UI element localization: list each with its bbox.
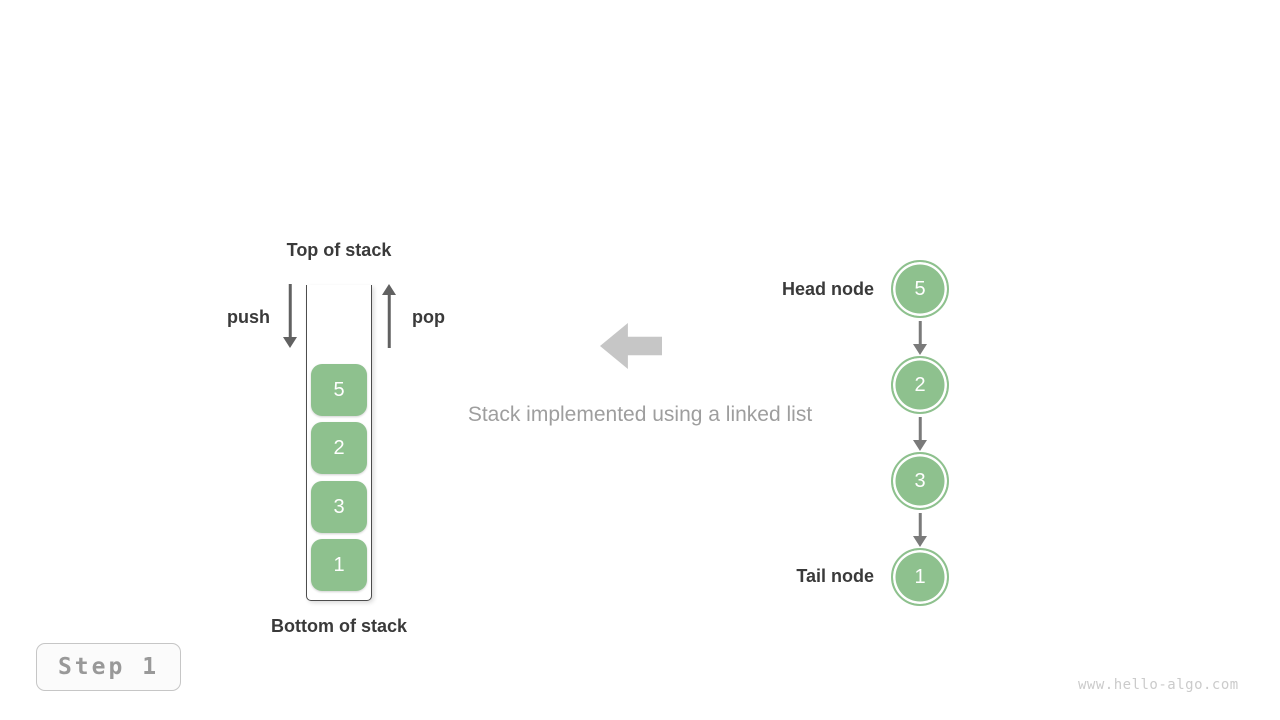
list-node: 3	[891, 452, 949, 510]
arrow-down-icon	[913, 513, 927, 547]
stack-item: 1	[311, 539, 367, 591]
push-label: push	[227, 307, 270, 327]
stack-item: 5	[311, 364, 367, 416]
list-node: 2	[891, 356, 949, 414]
list-node: 1	[891, 548, 949, 606]
arrow-down-icon	[913, 321, 927, 355]
bottom-of-stack-label: Bottom of stack	[270, 616, 407, 636]
watermark-text: www.hello-algo.com	[1078, 677, 1239, 693]
step-badge: Step 1	[36, 643, 181, 691]
stack-item: 2	[311, 422, 367, 474]
list-node: 5	[891, 260, 949, 318]
diagram-caption: Stack implemented using a linked list	[467, 403, 813, 426]
head-node-label: Head node	[781, 279, 874, 299]
pop-arrow-up-icon	[382, 284, 396, 348]
arrow-down-icon	[913, 417, 927, 451]
left-block-arrow-icon	[600, 323, 662, 369]
stack-item: 3	[311, 481, 367, 533]
push-arrow-down-icon	[283, 284, 297, 348]
tail-node-label: Tail node	[796, 566, 874, 586]
top-of-stack-label: Top of stack	[286, 240, 392, 260]
pop-label: pop	[412, 307, 445, 327]
step-badge-label: Step 1	[57, 654, 160, 680]
